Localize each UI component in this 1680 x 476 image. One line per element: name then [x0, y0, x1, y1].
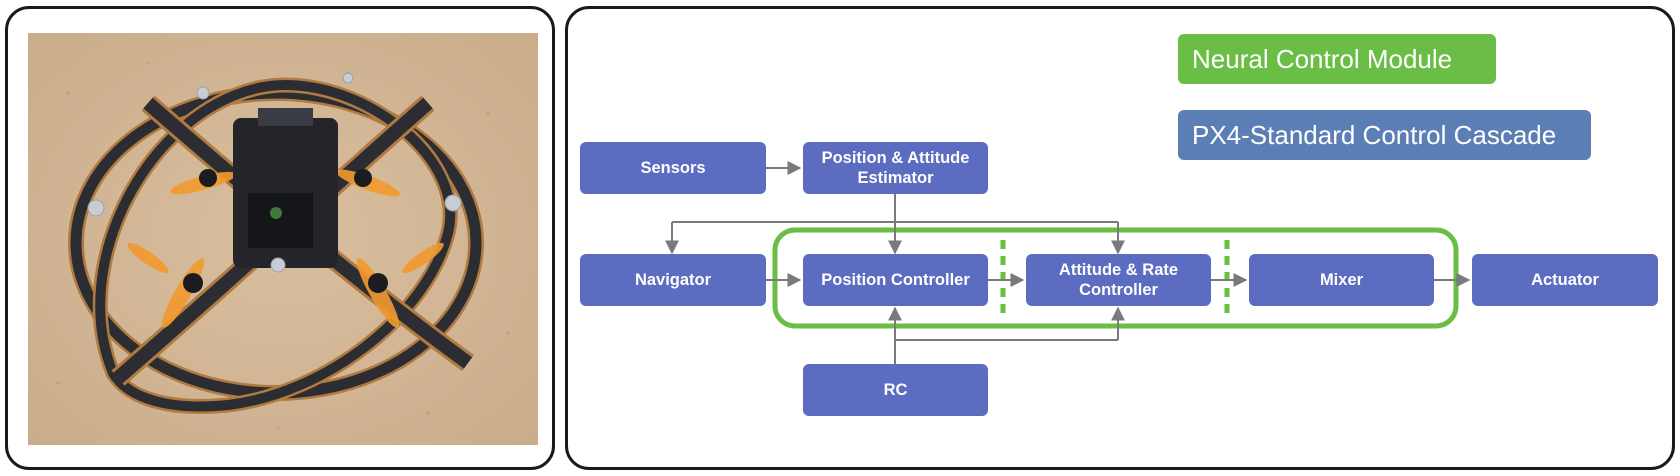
rc-label: RC	[883, 381, 908, 399]
attitude-label-line1: Attitude & Rate	[1058, 261, 1179, 279]
rc-block: RC	[803, 364, 988, 416]
legend-px4-control-cascade: PX4-Standard Control Cascade	[1178, 110, 1591, 160]
sensors-block: Sensors	[580, 142, 766, 194]
estimator-block: Position & Attitude Estimator	[803, 142, 988, 194]
quadrotor-drone-photo	[28, 33, 538, 445]
photo-panel	[5, 6, 555, 470]
position-controller-label: Position Controller	[821, 271, 970, 289]
attitude-label-line2: Controller	[1079, 281, 1158, 299]
estimator-label-line1: Position & Attitude	[821, 149, 970, 167]
mixer-label: Mixer	[1319, 271, 1364, 289]
diagram-panel	[565, 6, 1675, 470]
sensors-label: Sensors	[640, 159, 706, 177]
position-controller-block: Position Controller	[803, 254, 988, 306]
navigator-block: Navigator	[580, 254, 766, 306]
estimator-label-line2: Estimator	[857, 169, 934, 187]
mixer-block: Mixer	[1249, 254, 1434, 306]
navigator-label: Navigator	[634, 271, 712, 289]
legend-neural-control-module: Neural Control Module	[1178, 34, 1496, 84]
attitude-rate-controller-block: Attitude & Rate Controller	[1026, 254, 1211, 306]
actuator-block: Actuator	[1472, 254, 1658, 306]
actuator-label: Actuator	[1531, 271, 1599, 289]
